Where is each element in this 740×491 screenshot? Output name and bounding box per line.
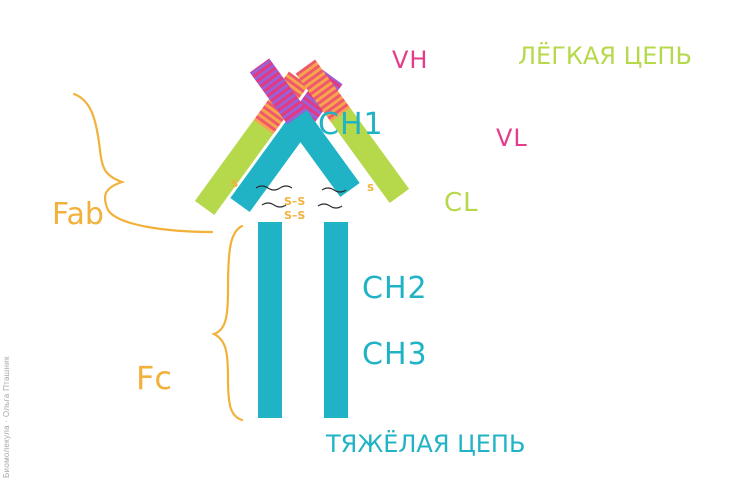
credit-text: Биомолекула · Ольга Пташник — [2, 356, 11, 478]
right-vl-domain — [295, 59, 351, 123]
fab-label: Fab — [52, 197, 104, 232]
vl-label: VL — [496, 124, 528, 152]
light-chain-label: ЛЁГКАЯ ЦЕПЬ — [518, 42, 692, 70]
cl-label: CL — [444, 188, 479, 218]
hinge-right-top — [321, 187, 347, 193]
s-right-label: S — [367, 183, 375, 194]
left-ch1-domain — [230, 120, 307, 213]
ch1-label: CH1 — [318, 107, 384, 142]
right-fc-chain — [324, 222, 348, 418]
s-left-label: S — [231, 179, 239, 190]
fab-bracket — [72, 92, 214, 234]
ss-bond-top-label: S–S — [284, 195, 306, 208]
right-vh-domain — [249, 58, 307, 125]
fc-bracket — [211, 224, 244, 422]
hinge-left-bottom — [261, 202, 287, 208]
left-fc-chain — [258, 222, 282, 418]
ch3-label: CH3 — [362, 337, 428, 372]
hinge-right-bottom — [317, 203, 343, 209]
fc-label: Fc — [136, 359, 172, 397]
ch2-label: CH2 — [362, 271, 428, 306]
ss-bond-bottom-label: S–S — [284, 209, 306, 222]
heavy-chain-label: ТЯЖЁЛАЯ ЦЕПЬ — [326, 430, 526, 458]
right-cl-domain — [330, 107, 410, 204]
vh-label: VH — [392, 46, 429, 74]
left-cl-domain — [194, 119, 274, 216]
hinge-left-top — [255, 185, 293, 191]
right-ch1-domain — [287, 110, 360, 198]
